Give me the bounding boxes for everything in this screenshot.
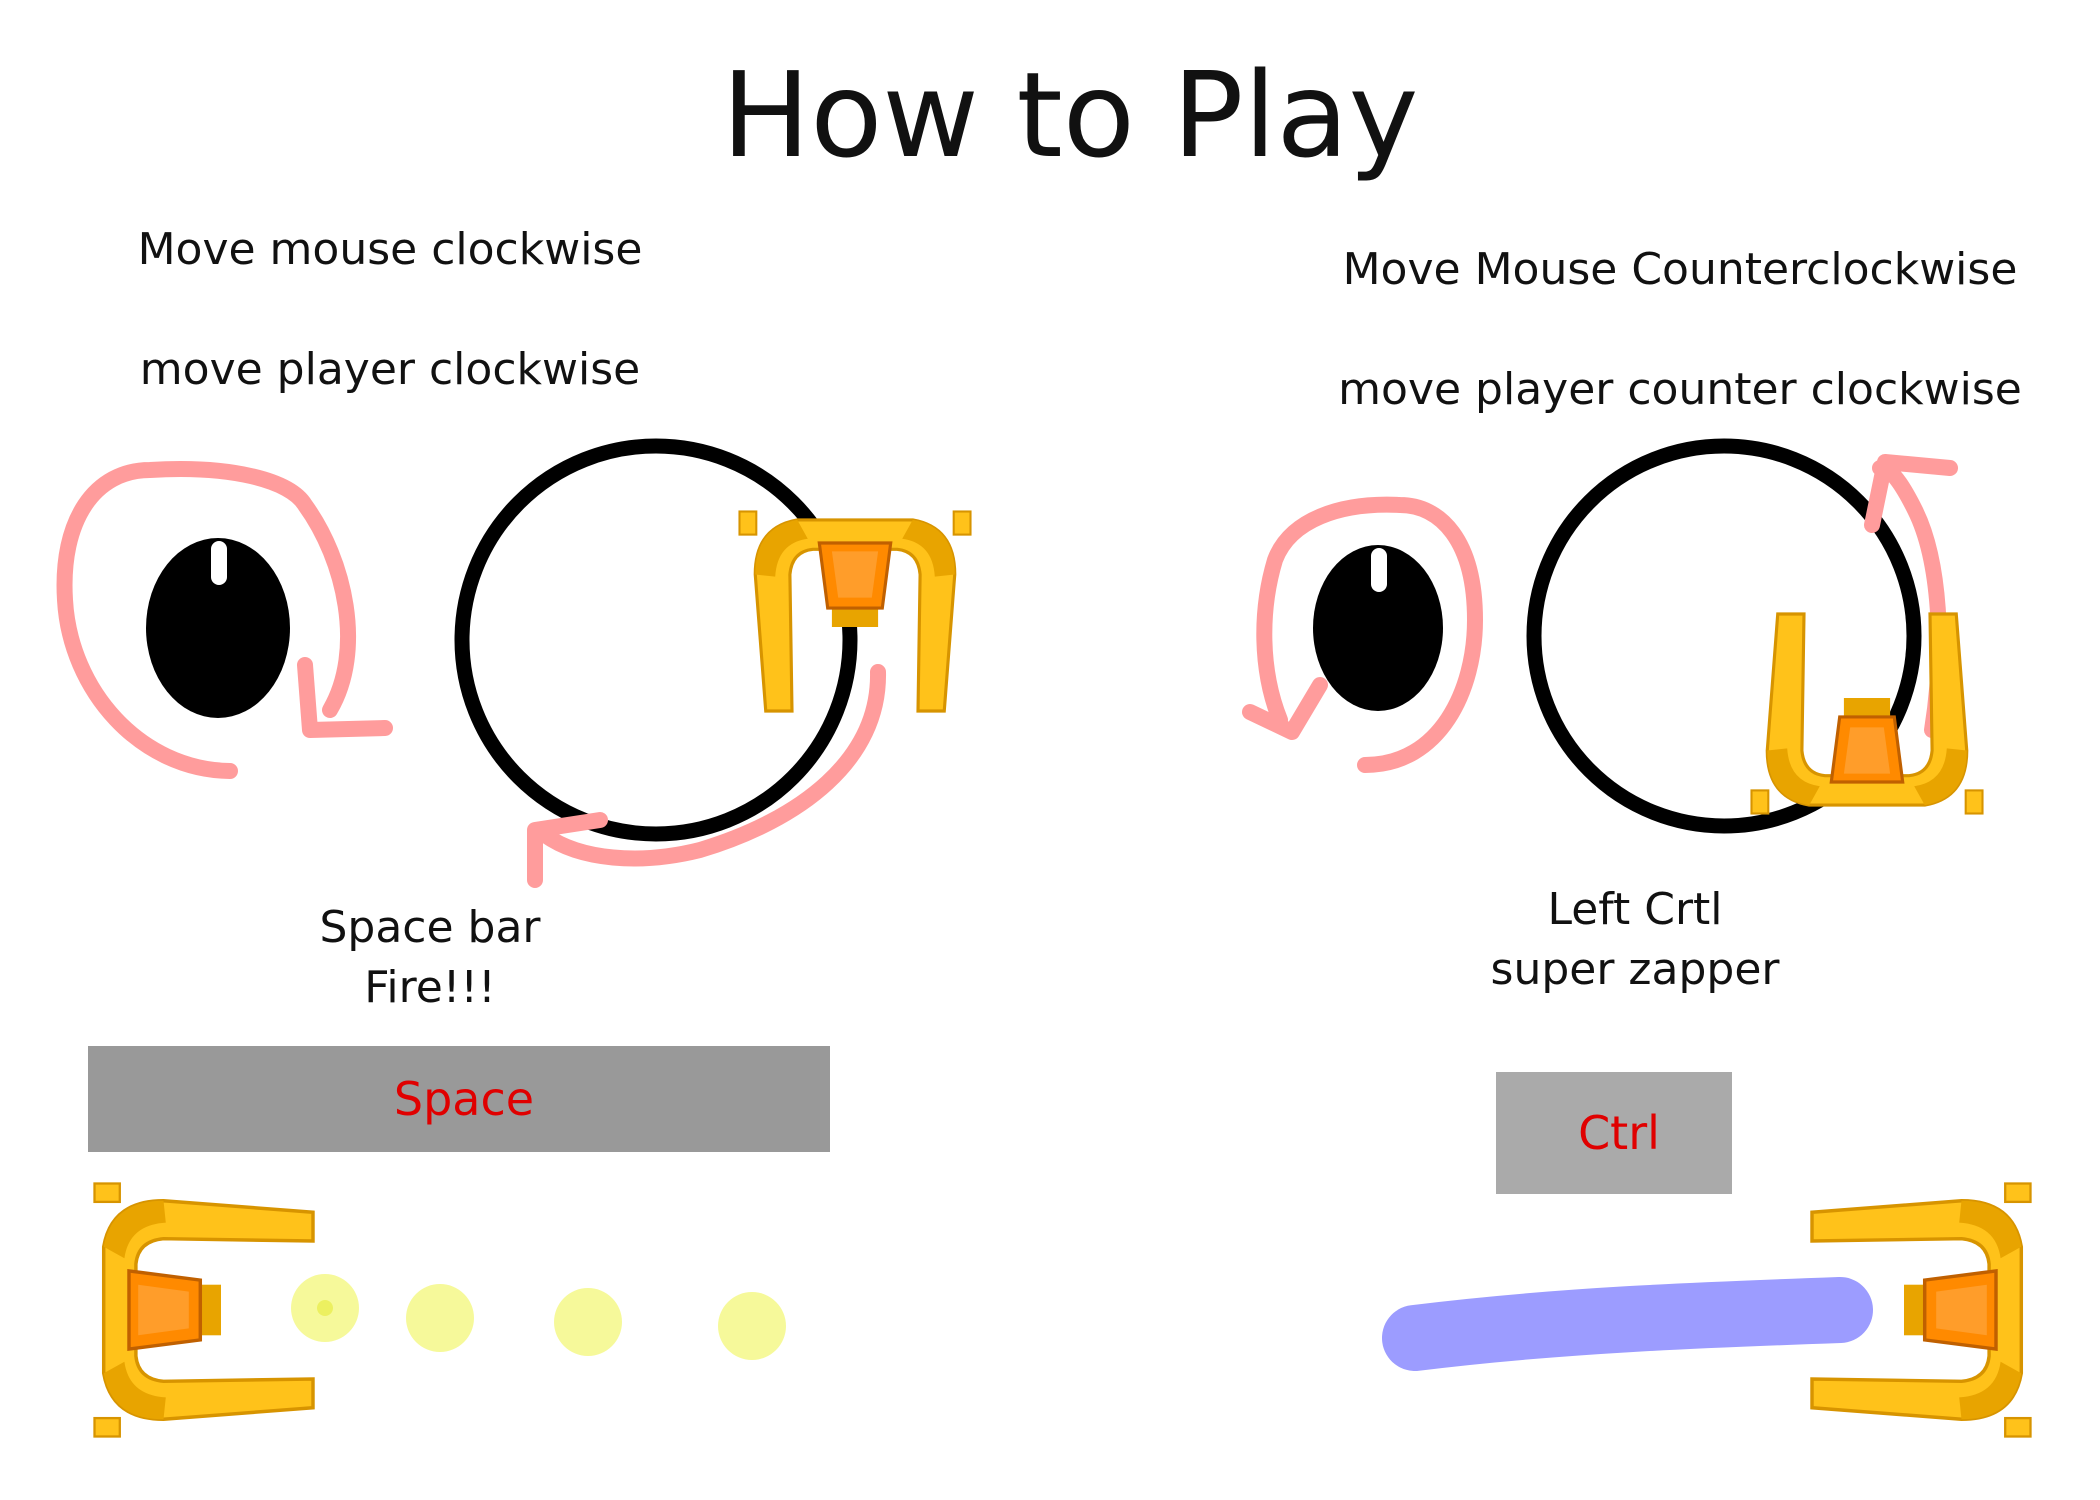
space-key-label: Space xyxy=(393,1072,535,1126)
bullet-core xyxy=(317,1300,333,1316)
counterclockwise-arrow-icon xyxy=(1256,496,1484,773)
clockwise-arrow-head xyxy=(297,657,393,738)
bullet-icon xyxy=(406,1284,474,1352)
bullet-icon xyxy=(554,1288,622,1356)
left-instruction-mouse: Move mouse clockwise xyxy=(137,224,643,275)
fire-action-sublabel: Fire!!! xyxy=(364,962,496,1013)
ctrl-key: Ctrl xyxy=(1496,1072,1732,1194)
fire-action-label: Space bar xyxy=(319,902,541,953)
zapper-action-label: Left Crtl xyxy=(1547,884,1723,935)
bullet-icon xyxy=(718,1292,786,1360)
page-title: How to Play xyxy=(721,46,1419,184)
tube-ring xyxy=(454,438,858,842)
zapper-action-sublabel: super zapper xyxy=(1490,944,1780,995)
player-ship-icon xyxy=(92,1181,315,1439)
left-instruction-player: move player clockwise xyxy=(139,344,641,395)
player-ship-icon xyxy=(737,509,973,713)
right-instruction-player: move player counter clockwise xyxy=(1338,364,2022,415)
tube-ring xyxy=(1526,438,1922,834)
ctrl-key-label: Ctrl xyxy=(1578,1106,1660,1160)
right-instruction-mouse: Move Mouse Counterclockwise xyxy=(1342,244,2018,295)
player-ship-icon xyxy=(1749,612,1985,816)
counterclockwise-arrow-head xyxy=(1242,677,1328,740)
clockwise-arrow-head xyxy=(527,812,608,888)
clockwise-arrow-icon xyxy=(56,461,357,779)
zapper-beam-icon xyxy=(1382,1277,1873,1371)
clockwise-arrow-icon xyxy=(537,664,887,867)
mouse-icon xyxy=(1313,545,1443,711)
space-key: Space xyxy=(88,1046,830,1152)
mouse-icon xyxy=(146,538,290,718)
counterclockwise-arrow-head xyxy=(1864,454,1958,533)
